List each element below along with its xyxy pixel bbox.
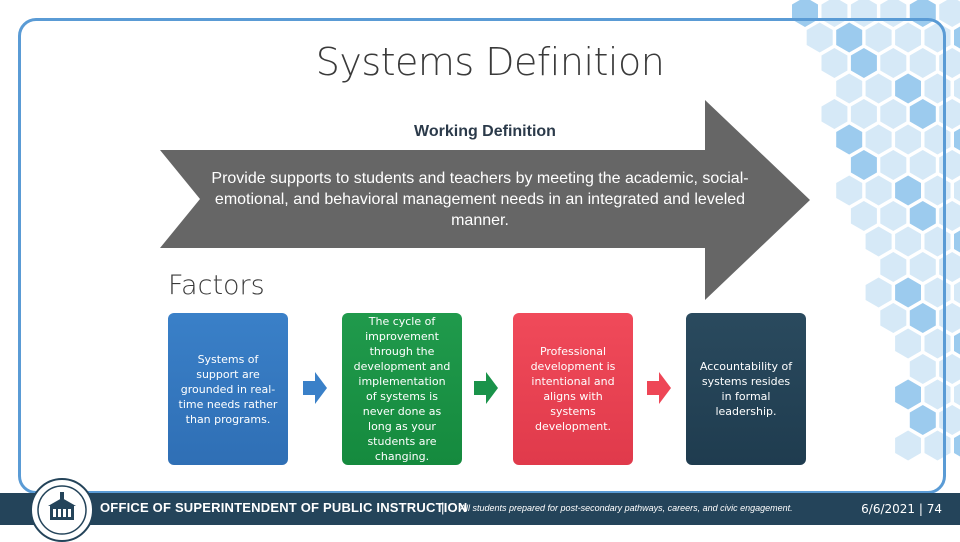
hexagon-shape <box>954 179 960 202</box>
hexagon-shape <box>954 128 960 151</box>
factor-text: Professional development is intentional … <box>530 345 616 433</box>
factor-box-2: The cycle of improvement through the dev… <box>342 313 462 465</box>
ospi-seal-logo <box>30 478 94 542</box>
definition-arrow <box>160 100 810 300</box>
hexagon-shape <box>954 332 960 355</box>
office-name: OFFICE OF SUPERINTENDENT OF PUBLIC INSTR… <box>100 500 468 515</box>
definition-text: Provide supports to students and teacher… <box>211 170 749 229</box>
factor-box-3: Professional development is intentional … <box>513 313 633 465</box>
hexagon-shape <box>954 434 960 457</box>
right-arrow-icon <box>647 372 671 404</box>
slide-title: Systems Definition <box>315 40 665 84</box>
right-arrow-icon <box>474 372 498 404</box>
factor-box-1: Systems of support are grounded in real-… <box>168 313 288 465</box>
hexagon-shape <box>954 383 960 406</box>
hexagon-shape <box>954 77 960 100</box>
date-page-number: 6/6/2021 | 74 <box>861 502 942 516</box>
footer-tagline: All students prepared for post-secondary… <box>460 503 793 513</box>
right-arrow-icon <box>303 372 327 404</box>
hexagon-shape <box>939 0 960 27</box>
footer-bar <box>0 493 960 525</box>
slide-frame <box>18 18 946 494</box>
hexagon-shape <box>954 26 960 49</box>
factor-box-4: Accountability of systems resides in for… <box>686 313 806 465</box>
factor-text: Accountability of systems resides in for… <box>699 360 793 418</box>
footer-separator: | <box>441 500 445 515</box>
factors-heading: Factors <box>168 270 265 301</box>
factor-text: Systems of support are grounded in real-… <box>178 352 278 426</box>
definition-heading: Working Definition <box>414 123 556 140</box>
factor-text: The cycle of improvement through the dev… <box>353 315 451 463</box>
hexagon-shape <box>954 281 960 304</box>
hexagon-shape <box>954 230 960 253</box>
